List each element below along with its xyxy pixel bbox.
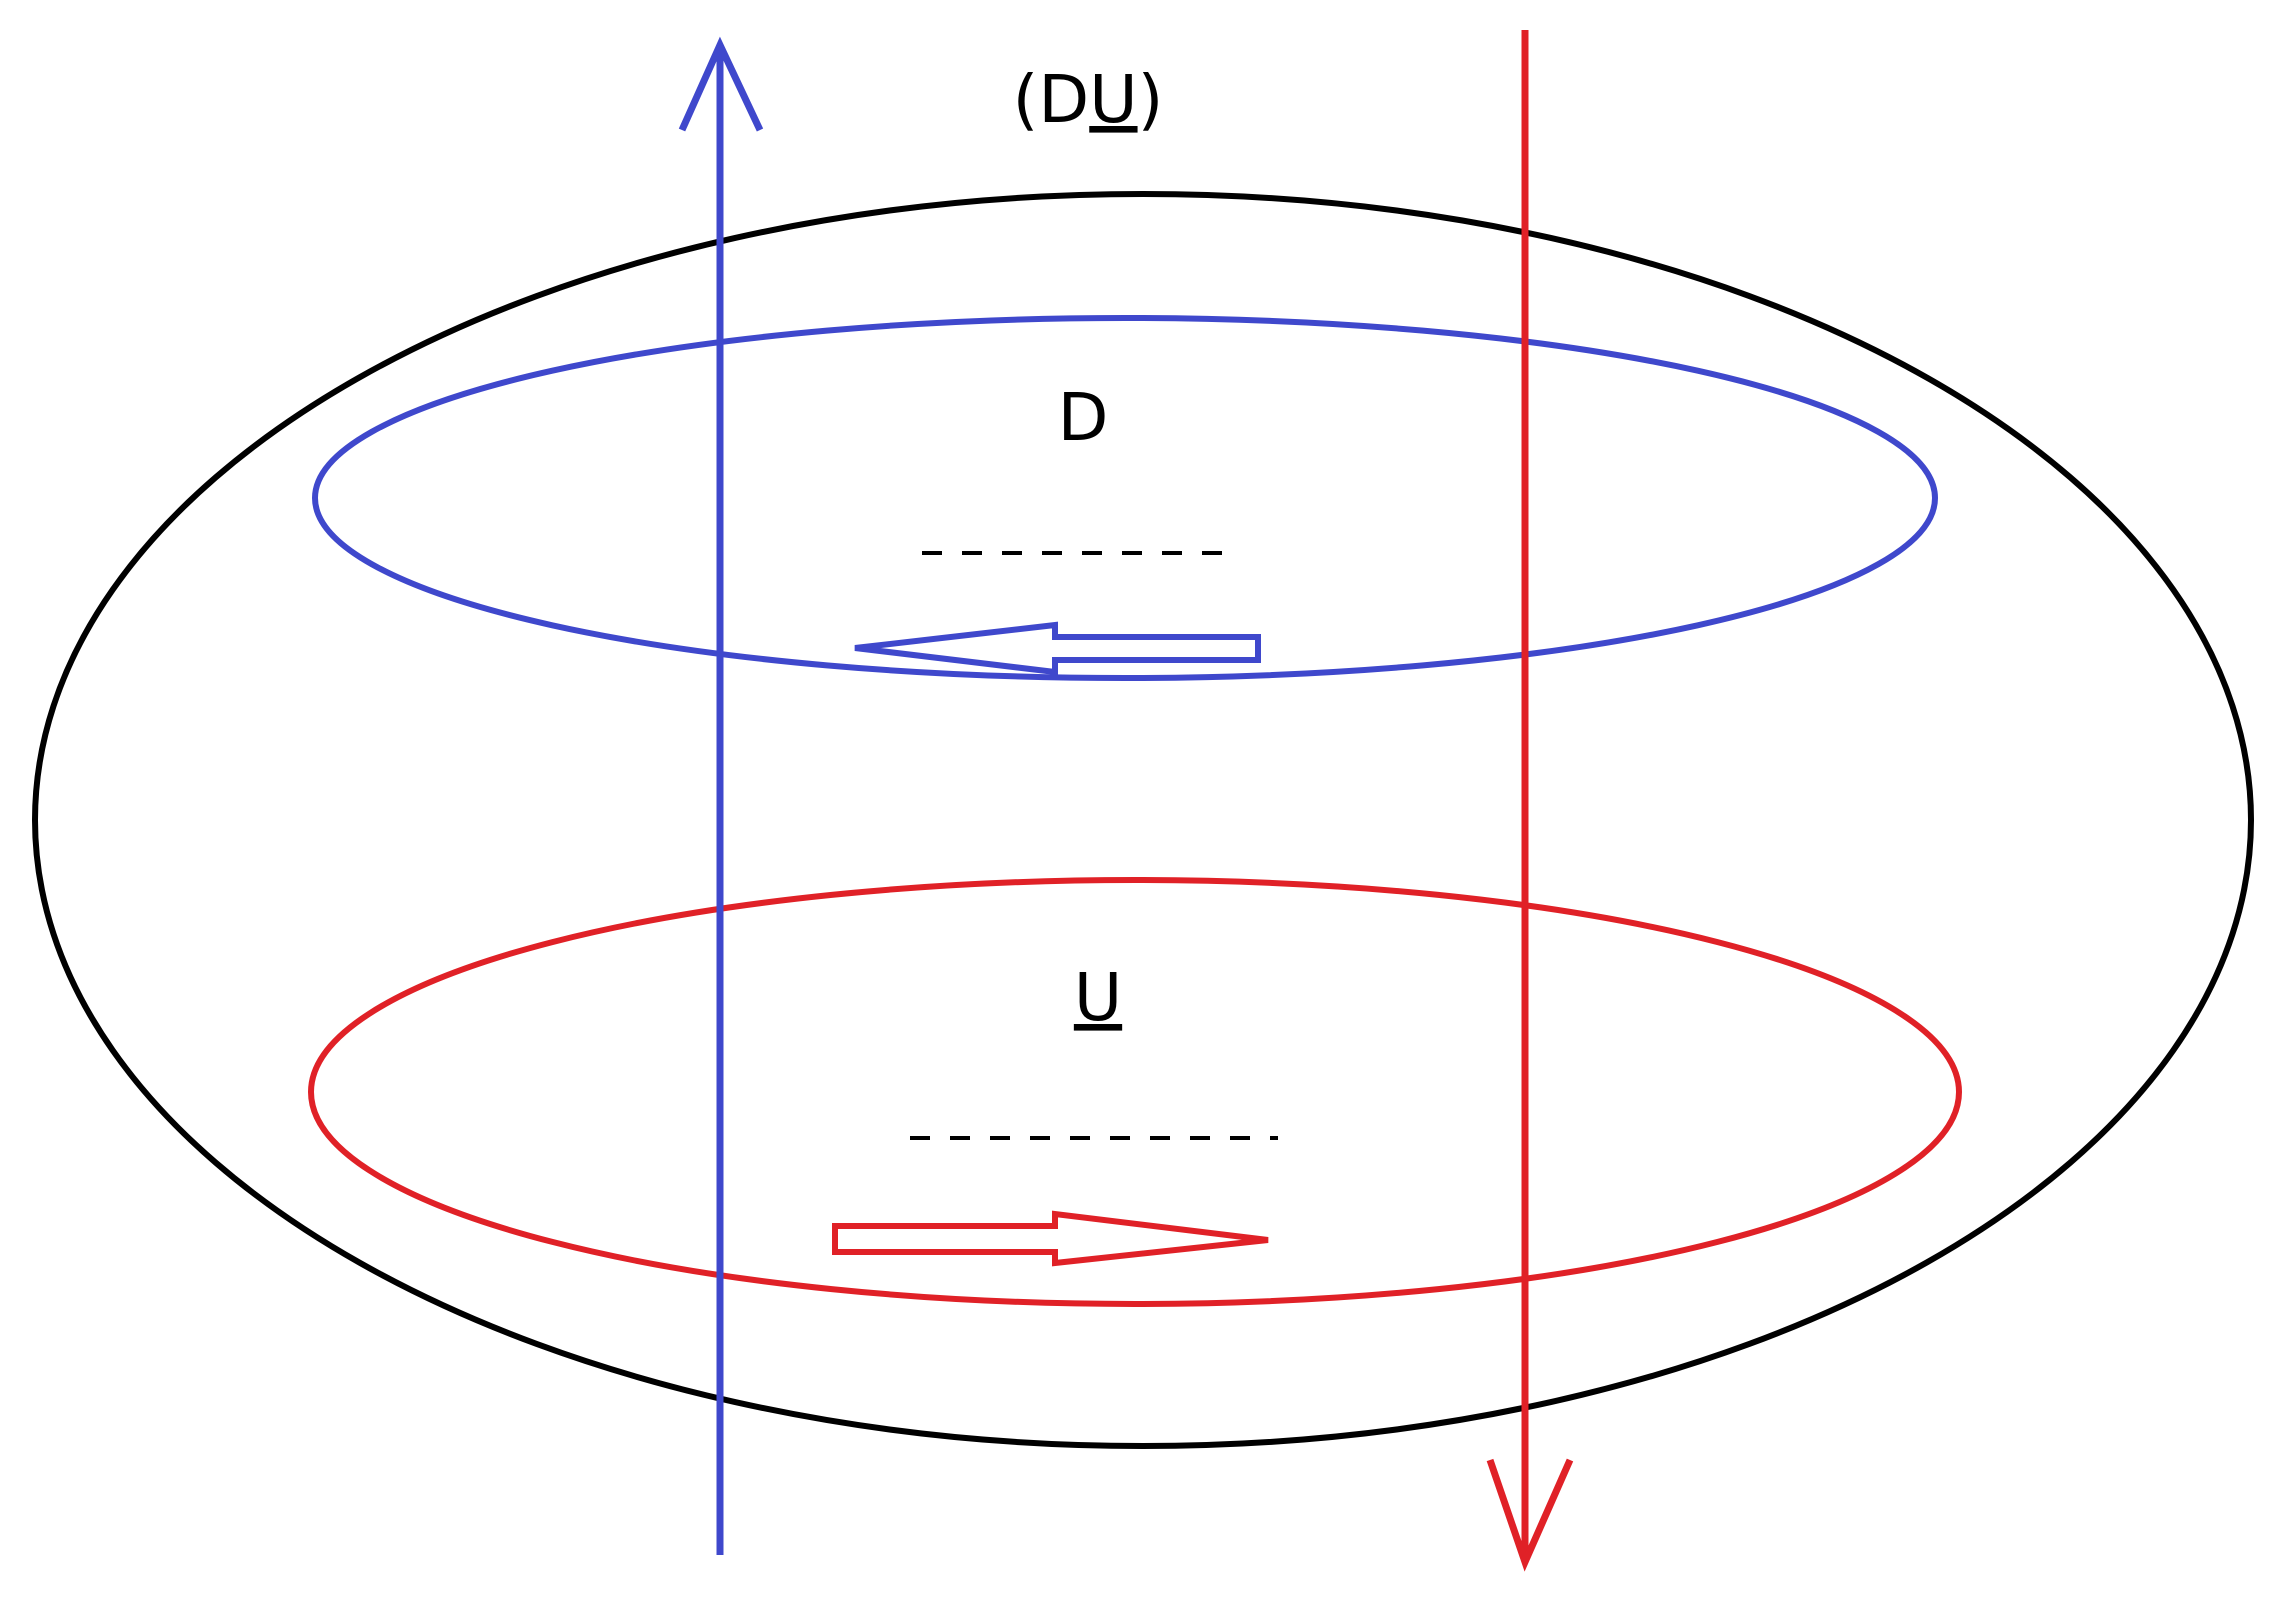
upper-blue-ellipse — [312, 315, 1938, 681]
lower-red-ellipse — [308, 877, 1962, 1307]
upper-loop-label: D — [1058, 379, 1109, 456]
outer-label-underlined: U — [1089, 61, 1137, 138]
outer-label-suffix: ) — [1138, 61, 1164, 138]
lower-loop-label: U — [1074, 959, 1122, 1036]
red-arrowhead-down-icon — [1486, 1458, 1574, 1572]
blue-hollow-arrow-left-icon — [854, 621, 1261, 676]
red-hollow-arrow-right-icon — [832, 1210, 1269, 1267]
outer-label: (DU) — [1013, 61, 1164, 138]
outer-ellipse — [32, 191, 2254, 1449]
blue-arrowhead-up-icon — [678, 36, 764, 132]
outer-label-prefix: (D — [1013, 61, 1090, 138]
